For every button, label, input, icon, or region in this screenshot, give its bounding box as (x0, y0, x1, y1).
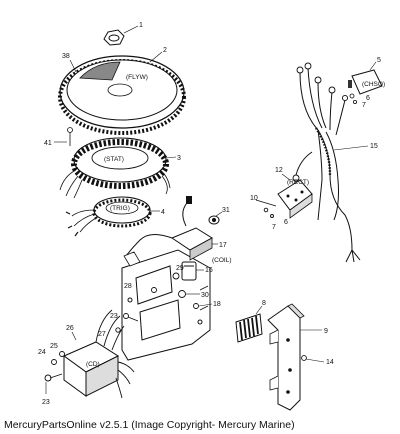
trigger-label: (TRIG) (110, 205, 130, 212)
wiring-harness (295, 67, 361, 263)
callout-41: 41 (44, 140, 52, 147)
cd-label: (CD) (86, 361, 100, 368)
harness-sleeve (314, 127, 332, 176)
choke-solenoid-label: (CHSO) (362, 81, 385, 88)
callout-2: 2 (163, 47, 167, 54)
component-16 (181, 261, 197, 281)
plug-boot-31 (208, 215, 220, 225)
callout-10: 10 (250, 195, 258, 202)
stator (59, 137, 171, 199)
callout-14: 14 (326, 359, 334, 366)
callout-3: 3 (177, 155, 181, 162)
callout-4: 4 (161, 209, 165, 216)
exploded-parts-diagram: 1 (FLYW) 2 38 41 (STAT) 3 (TRIG) 4 (38, 22, 385, 411)
stator-label: (STAT) (104, 156, 124, 163)
ignition-coil (123, 196, 213, 267)
callout-5: 5 (377, 57, 381, 64)
callout-23-upper: 23 (110, 313, 118, 320)
flywheel (58, 55, 186, 135)
callout-27: 27 (98, 331, 106, 338)
callout-7-upper: 7 (362, 102, 366, 109)
choke-solenoid (348, 69, 383, 95)
image-copyright-caption: MercuryPartsOnline v2.5.1 (Image Copyrig… (4, 419, 295, 431)
bracket (267, 303, 305, 411)
callout-7-lower: 7 (272, 224, 276, 231)
callout-15: 15 (370, 143, 378, 150)
terminal-strip (235, 313, 263, 343)
callout-24: 24 (38, 349, 46, 356)
callout-9: 9 (324, 328, 328, 335)
rectifier (277, 179, 313, 219)
callout-29: 29 (176, 265, 184, 272)
callout-38: 38 (62, 53, 70, 60)
callout-23-lower: 23 (42, 399, 50, 406)
flywheel-label: (FLYW) (126, 74, 148, 81)
callout-18: 18 (213, 301, 221, 308)
callout-17: 17 (219, 242, 227, 249)
callout-28: 28 (124, 283, 132, 290)
rectifier-label: (RECT) (287, 179, 309, 186)
callout-25: 25 (50, 343, 58, 350)
callout-6-lower: 6 (284, 219, 288, 226)
callout-31: 31 (222, 207, 230, 214)
callout-12: 12 (275, 167, 283, 174)
callout-26: 26 (66, 325, 74, 332)
flywheel-nut (103, 29, 125, 46)
cd-module (63, 309, 135, 399)
callout-1: 1 (139, 22, 143, 29)
trigger (65, 196, 152, 237)
screw-41 (67, 127, 73, 146)
coil-label: (COIL) (212, 257, 232, 264)
callout-8: 8 (262, 300, 266, 307)
callout-16: 16 (205, 267, 213, 274)
callout-30: 30 (201, 292, 209, 299)
callout-6-upper: 6 (366, 95, 370, 102)
